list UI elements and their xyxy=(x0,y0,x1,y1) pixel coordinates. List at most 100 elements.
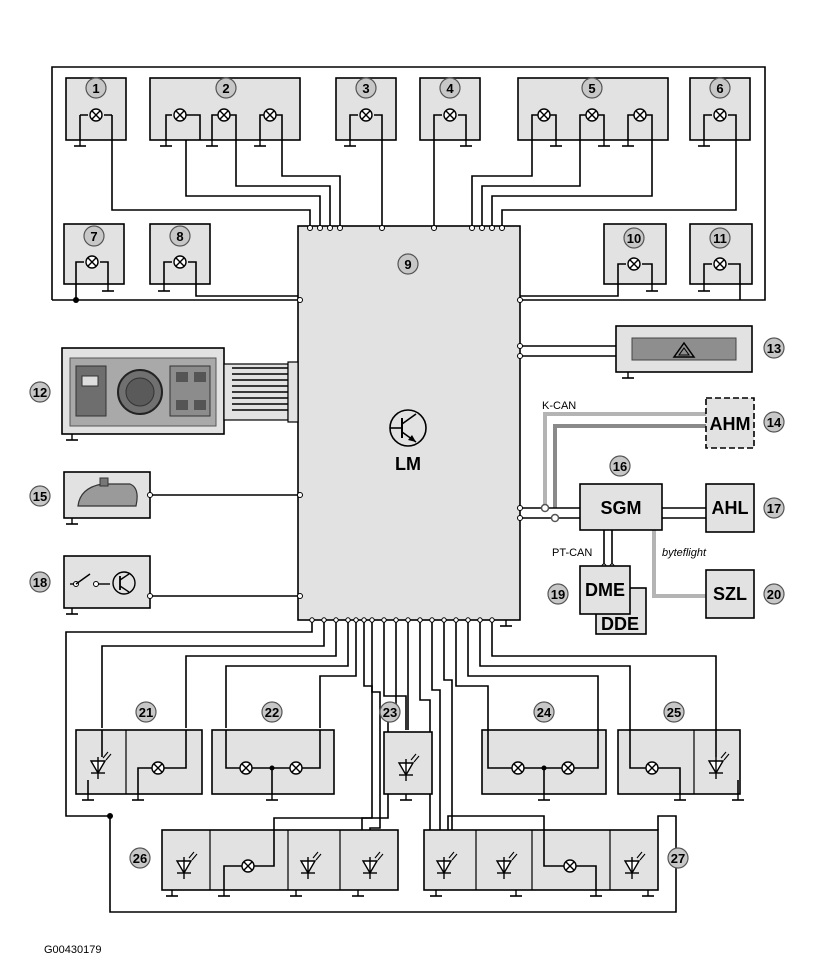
svg-text:19: 19 xyxy=(551,587,565,602)
svg-text:20: 20 xyxy=(767,587,781,602)
ahm-label: AHM xyxy=(710,414,751,434)
callout-5: 5 xyxy=(581,77,603,99)
module-21 xyxy=(75,729,203,801)
lamp-icon xyxy=(645,761,659,775)
callout-9: 9 xyxy=(397,253,419,275)
rear-view-mirror-icon xyxy=(77,477,138,507)
bus-wiring xyxy=(517,412,706,598)
lamp-icon xyxy=(511,761,525,775)
lamp-icon xyxy=(241,859,255,873)
module-26 xyxy=(161,829,399,897)
callout-7: 7 xyxy=(83,225,105,247)
callout-13: 13 xyxy=(763,337,785,359)
lm-label: LM xyxy=(395,454,421,474)
sgm-module: SGM xyxy=(579,483,663,531)
transistor-icon xyxy=(389,409,427,447)
callout-23: 23 xyxy=(379,701,401,723)
svg-text:17: 17 xyxy=(767,501,781,516)
lamp-icon xyxy=(289,761,303,775)
callout-8: 8 xyxy=(169,225,191,247)
lamp-icon xyxy=(537,108,551,122)
callout-26: 26 xyxy=(129,847,151,869)
lamp-icon xyxy=(443,108,457,122)
lamp-icon xyxy=(89,108,103,122)
lamp-icon xyxy=(585,108,599,122)
callout-16: 16 xyxy=(609,455,631,477)
callout-14: 14 xyxy=(763,411,785,433)
svg-text:15: 15 xyxy=(33,489,47,504)
svg-text:10: 10 xyxy=(627,231,641,246)
lamp-module-8 xyxy=(149,223,300,297)
module-23 xyxy=(383,731,433,801)
callout-24: 24 xyxy=(533,701,555,723)
light-switch-panel-12 xyxy=(61,347,299,441)
svg-text:7: 7 xyxy=(90,229,97,244)
light-module-lm: LM xyxy=(297,225,521,621)
svg-text:2: 2 xyxy=(222,81,229,96)
svg-text:13: 13 xyxy=(767,341,781,356)
callout-2: 2 xyxy=(215,77,237,99)
callout-15: 15 xyxy=(29,485,51,507)
lamp-icon xyxy=(561,761,575,775)
svg-text:12: 12 xyxy=(33,385,47,400)
byteflight-label: byteflight xyxy=(662,547,707,559)
ahl-label: AHL xyxy=(712,498,749,518)
lamp-icon xyxy=(239,761,253,775)
svg-text:16: 16 xyxy=(613,459,627,474)
svg-text:1: 1 xyxy=(92,81,99,96)
switch-module-18 xyxy=(63,555,303,615)
callout-3: 3 xyxy=(355,77,377,99)
svg-text:23: 23 xyxy=(383,705,397,720)
module-27 xyxy=(423,829,659,897)
lamp-module-7 xyxy=(63,223,125,292)
transistor-icon xyxy=(112,571,136,595)
hazard-switch-module-13 xyxy=(517,325,753,379)
lamp-module-3 xyxy=(335,77,397,228)
switch-icon xyxy=(70,573,110,587)
lamp-module-4 xyxy=(419,77,481,228)
ahm-module: AHM xyxy=(705,397,755,449)
svg-text:21: 21 xyxy=(139,705,153,720)
module-25 xyxy=(617,729,745,801)
module-24 xyxy=(481,729,607,801)
callout-18: 18 xyxy=(29,571,51,593)
mirror-module-15 xyxy=(63,471,303,525)
callout-20: 20 xyxy=(763,583,785,605)
reference-code: G00430179 xyxy=(44,944,102,956)
lamp-icon xyxy=(217,108,231,122)
szl-module: SZL xyxy=(705,569,755,619)
svg-text:24: 24 xyxy=(537,705,552,720)
k-can-label: K-CAN xyxy=(542,400,576,412)
lamp-icon xyxy=(713,257,727,271)
lamp-icon xyxy=(359,108,373,122)
callout-12: 12 xyxy=(29,381,51,403)
callout-10: 10 xyxy=(623,227,645,249)
lamp-icon xyxy=(627,257,641,271)
svg-text:11: 11 xyxy=(713,231,727,246)
ahl-module: AHL xyxy=(705,483,755,533)
svg-text:14: 14 xyxy=(767,415,782,430)
lamp-icon xyxy=(713,108,727,122)
callout-25: 25 xyxy=(663,701,685,723)
svg-text:27: 27 xyxy=(671,851,685,866)
szl-label: SZL xyxy=(713,584,747,604)
callout-1: 1 xyxy=(85,77,107,99)
module-22 xyxy=(211,729,335,801)
svg-text:8: 8 xyxy=(176,229,183,244)
lamp-module-5 xyxy=(471,77,669,228)
lamp-icon xyxy=(173,108,187,122)
svg-text:18: 18 xyxy=(33,575,47,590)
lamp-icon xyxy=(633,108,647,122)
callout-11: 11 xyxy=(709,227,731,249)
lamp-icon xyxy=(563,859,577,873)
sgm-label: SGM xyxy=(600,498,641,518)
svg-text:25: 25 xyxy=(667,705,681,720)
lamp-icon xyxy=(85,255,99,269)
svg-text:5: 5 xyxy=(588,81,595,96)
hazard-triangle-icon xyxy=(672,341,696,358)
callout-22: 22 xyxy=(261,701,283,723)
dme-label: DME xyxy=(585,580,625,600)
pt-can-label: PT-CAN xyxy=(552,547,592,559)
callout-4: 4 xyxy=(439,77,461,99)
